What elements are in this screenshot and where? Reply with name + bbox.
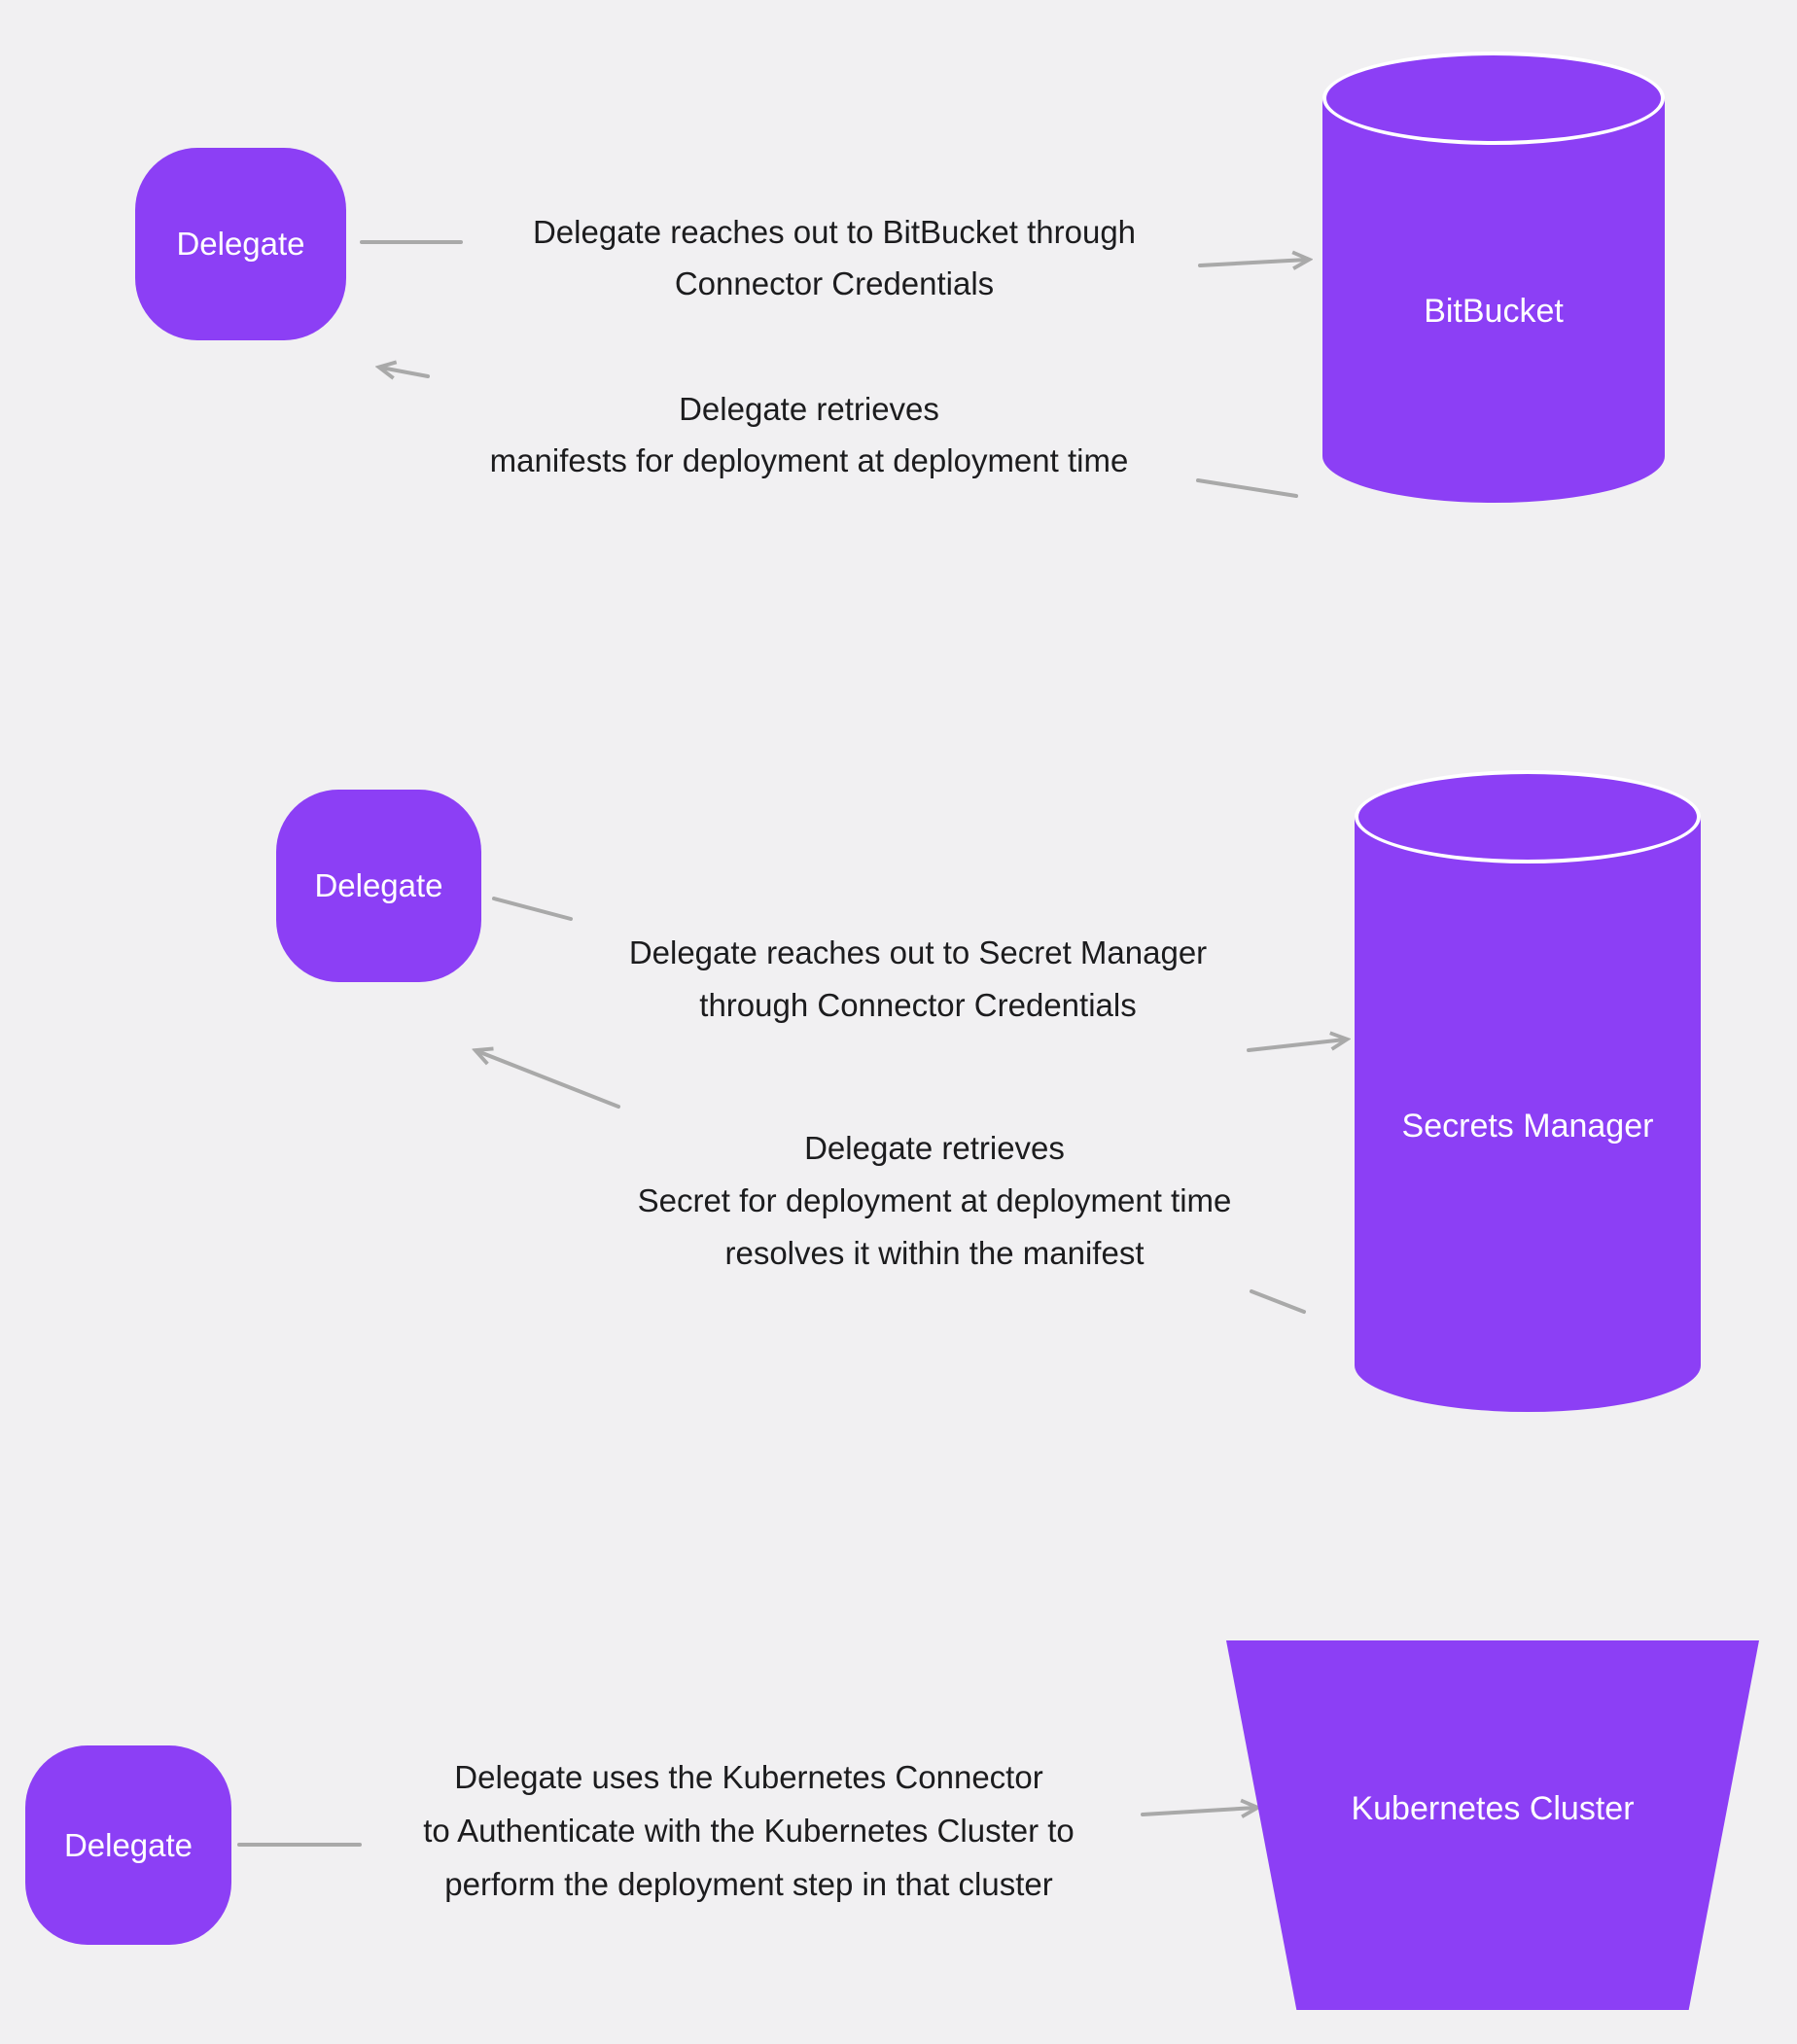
kubernetes-cluster-label: Kubernetes Cluster — [1351, 1790, 1635, 1827]
delegate-label: Delegate — [176, 226, 305, 262]
cylinder-top — [1322, 52, 1665, 145]
delegate-node-secrets: Delegate — [276, 790, 481, 982]
bitbucket-label: BitBucket — [1424, 293, 1564, 330]
caption-line: Connector Credentials — [674, 265, 995, 301]
caption-return-secrets: Delegate retrieves Secret for deployment… — [526, 1122, 1343, 1280]
s2-return-tail-line — [1250, 1289, 1306, 1314]
delegate-label: Delegate — [314, 867, 443, 903]
caption-line: perform the deployment step in that clus… — [444, 1866, 1053, 1902]
caption-forward-secrets: Delegate reaches out to Secret Manager t… — [568, 927, 1268, 1032]
cylinder-side — [1322, 98, 1665, 456]
caption-line: Delegate retrieves — [679, 391, 939, 427]
s2-delegate-line — [492, 897, 573, 921]
caption-line: Delegate retrieves — [804, 1130, 1065, 1166]
caption-line: Delegate reaches out to Secret Manager — [628, 934, 1208, 970]
delegate-label: Delegate — [63, 1826, 194, 1863]
delegate-node-bitbucket: Delegate — [135, 148, 346, 340]
caption-line: Secret for deployment at deployment time — [637, 1182, 1232, 1218]
caption-line: Delegate uses the Kubernetes Connector — [454, 1759, 1043, 1795]
caption-return-bitbucket: Delegate retrieves manifests for deploym… — [401, 383, 1217, 486]
cylinder-side — [1355, 817, 1701, 1365]
bitbucket-cylinder: BitBucket — [1322, 52, 1665, 503]
caption-forward-bitbucket: Delegate reaches out to BitBucket throug… — [484, 206, 1184, 309]
caption-line: Delegate reaches out to BitBucket throug… — [532, 214, 1137, 250]
cylinder-top — [1355, 770, 1701, 863]
caption-line: manifests for deployment at deployment t… — [489, 442, 1129, 478]
s1-return-arrow-icon — [381, 368, 430, 376]
secrets-manager-label: Secrets Manager — [1401, 1108, 1654, 1145]
s2-return-arrow-icon — [477, 1051, 620, 1109]
caption-line: to Authenticate with the Kubernetes Clus… — [423, 1813, 1075, 1849]
s2-forward-arrow-icon — [1247, 1040, 1345, 1052]
caption-forward-kubernetes: Delegate uses the Kubernetes Connector t… — [350, 1750, 1147, 1911]
delegate-node-kubernetes: Delegate — [25, 1745, 231, 1945]
caption-line: through Connector Credentials — [699, 987, 1137, 1023]
secrets-manager-cylinder: Secrets Manager — [1355, 770, 1701, 1412]
caption-line: resolves it within the manifest — [724, 1235, 1145, 1271]
kubernetes-cluster-trapezoid — [1226, 1640, 1759, 2010]
s1-forward-arrow-icon — [1198, 260, 1307, 265]
